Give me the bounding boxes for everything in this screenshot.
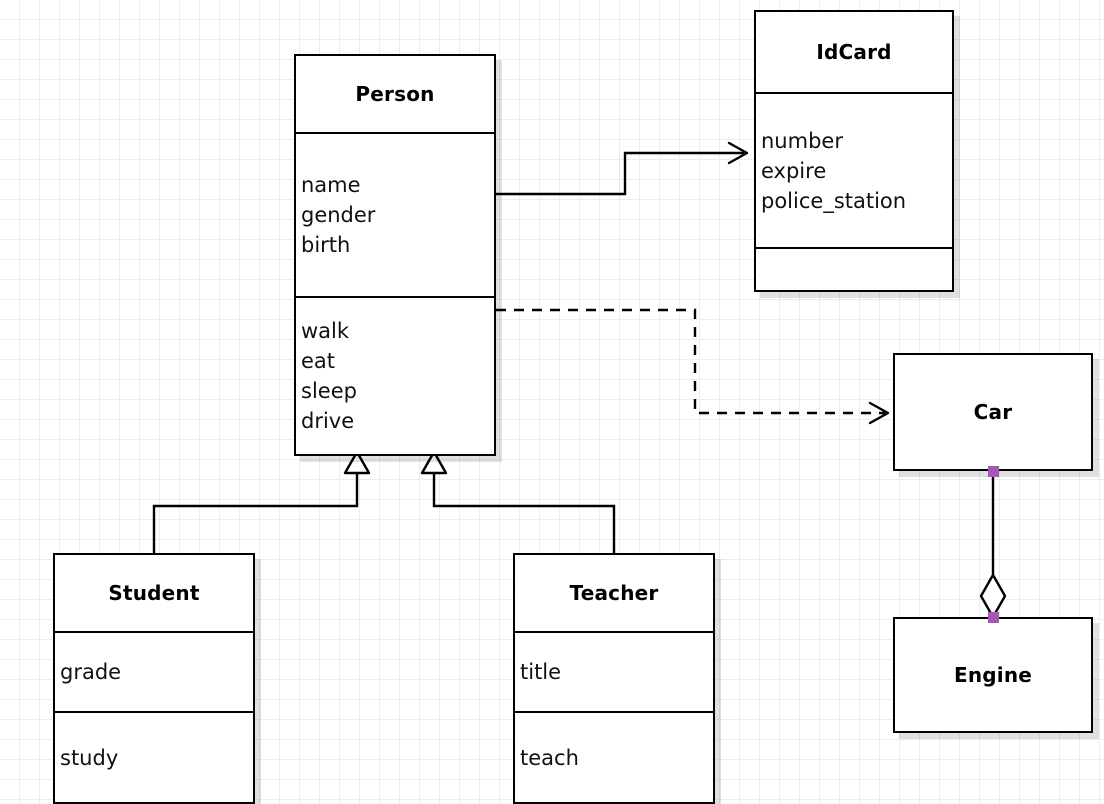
class-box-car[interactable]: Car	[893, 353, 1093, 471]
connection-handle-engine[interactable]	[988, 612, 999, 623]
attribute-item: title	[520, 660, 562, 684]
attributes-student: grade	[55, 631, 253, 711]
class-box-teacher[interactable]: Teacher title teach	[513, 553, 715, 804]
operations-teacher: teach	[515, 711, 713, 802]
class-box-person[interactable]: Person name gender birth walk eat sleep …	[294, 54, 496, 456]
connector-person-idcard	[496, 141, 749, 196]
operation-item: study	[60, 745, 119, 770]
attribute-item: number	[761, 128, 843, 153]
class-box-idcard[interactable]: IdCard number expire police_station	[754, 10, 954, 292]
attribute-item: expire	[761, 158, 827, 183]
operations-person: walk eat sleep drive	[296, 296, 494, 454]
class-name-person: Person	[355, 82, 435, 106]
operations-student: study	[55, 711, 253, 802]
operation-item: teach	[520, 745, 579, 770]
open-arrowhead-icon	[727, 141, 749, 165]
class-name-teacher: Teacher	[569, 581, 659, 605]
operation-item: drive	[301, 409, 355, 433]
attribute-item: birth	[301, 233, 351, 257]
attributes-teacher: title	[515, 631, 713, 711]
attributes-person: name gender birth	[296, 132, 494, 296]
class-name-car: Car	[973, 400, 1013, 424]
attribute-item: police_station	[761, 188, 907, 213]
connector-student-person	[152, 450, 371, 553]
operations-idcard	[756, 247, 952, 290]
class-box-engine[interactable]: Engine	[893, 617, 1093, 733]
connector-car-engine	[979, 471, 1007, 619]
attribute-item: grade	[60, 660, 122, 684]
connection-handle-car[interactable]	[988, 466, 999, 477]
operation-item: sleep	[301, 379, 357, 403]
attributes-idcard: number expire police_station	[756, 92, 952, 247]
class-name-engine: Engine	[953, 663, 1033, 687]
class-name-student: Student	[108, 581, 200, 605]
connector-person-car	[496, 308, 890, 425]
class-box-student[interactable]: Student grade study	[53, 553, 255, 804]
operation-item: walk	[301, 319, 350, 343]
operation-item: eat	[301, 349, 336, 373]
hollow-diamond-icon	[979, 573, 1007, 619]
class-name-idcard: IdCard	[816, 40, 892, 64]
connector-teacher-person	[420, 450, 616, 553]
open-arrowhead-icon	[868, 401, 890, 425]
attribute-item: name	[301, 173, 361, 197]
attribute-item: gender	[301, 203, 376, 227]
